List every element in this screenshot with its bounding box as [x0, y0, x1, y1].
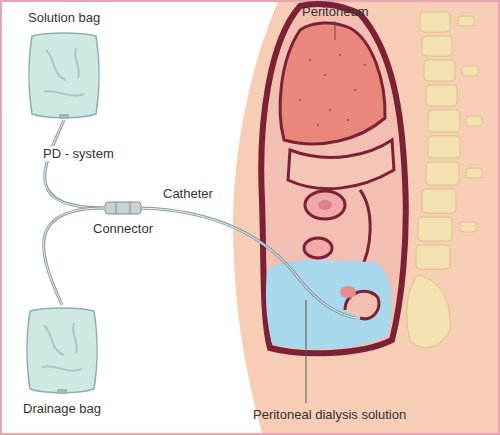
bag-shape	[26, 30, 102, 120]
intestine	[305, 191, 345, 219]
tube	[45, 120, 104, 208]
organ	[340, 286, 356, 298]
part-label: Catheter	[161, 186, 215, 201]
bag-wrinkle	[44, 48, 84, 96]
tube-wall	[45, 120, 104, 208]
solution-bag: Solution bag	[26, 30, 102, 120]
node-label: Drainage bag	[23, 401, 101, 416]
connector-ring	[130, 202, 131, 214]
bag-shape	[24, 305, 100, 395]
catheter-tube	[140, 208, 356, 318]
drainage-bag: Drainage bag	[24, 305, 100, 395]
liver-texture	[299, 54, 366, 126]
part-label: Peritoneum	[300, 4, 370, 19]
connector-body	[105, 202, 141, 214]
connector: Connector	[104, 201, 142, 215]
node-label: Connector	[93, 221, 153, 236]
torso-skin	[233, 2, 498, 433]
intestine-core	[318, 200, 332, 210]
mesentery	[360, 190, 370, 270]
spine	[407, 12, 482, 347]
bag-body	[29, 33, 99, 118]
connector-shape	[104, 201, 142, 215]
intestine	[304, 238, 332, 258]
part-label: PD - system	[41, 146, 116, 161]
bag-body	[27, 308, 97, 393]
peritoneum-outline	[261, 4, 406, 353]
bag-port	[57, 389, 67, 394]
stomach-fold	[288, 140, 394, 189]
part-label: Peritoneal dialysis solution	[251, 407, 408, 422]
dialysis-fluid	[266, 260, 392, 349]
leader-line	[335, 21, 336, 40]
leader-line	[306, 300, 307, 403]
bag-wrinkle	[42, 323, 82, 371]
node-label: Solution bag	[28, 10, 100, 25]
tube-lumen	[45, 120, 104, 208]
connector-ring	[116, 202, 117, 214]
catheter-lumen	[140, 208, 356, 318]
liver	[280, 23, 385, 144]
bag-port	[59, 114, 69, 119]
